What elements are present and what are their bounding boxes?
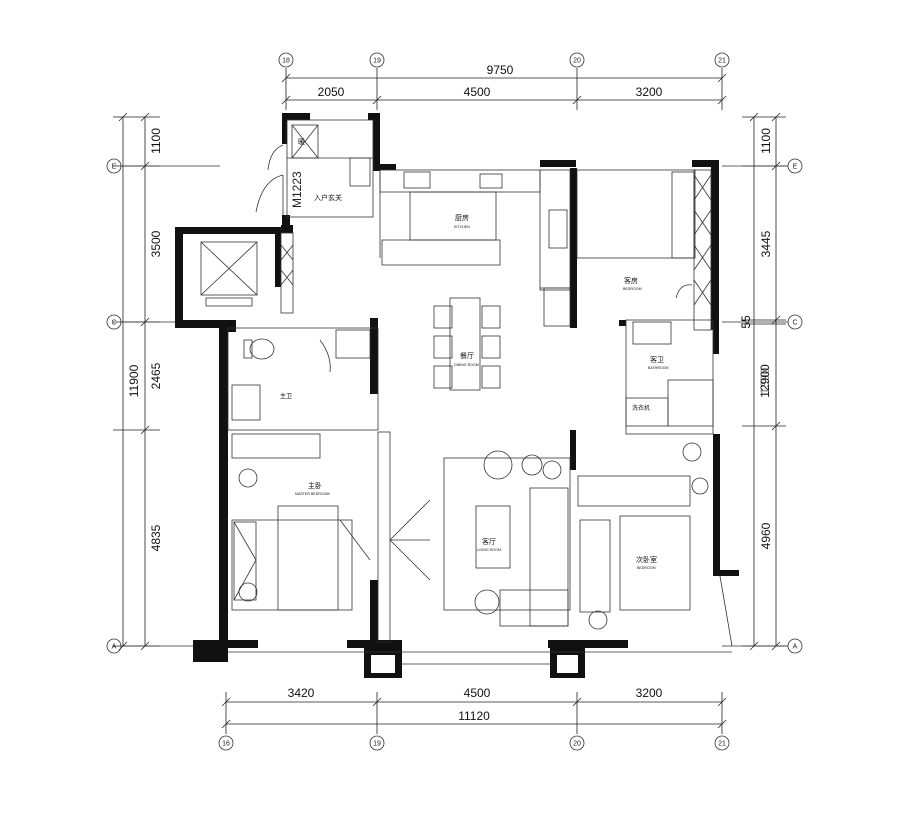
bottom-dim-2: 4500: [464, 686, 491, 700]
walls: [175, 113, 739, 678]
second-bedroom-label: 次卧室: [636, 555, 657, 564]
right-dim-2: 3445: [759, 230, 773, 257]
dining-label-en: DINING ROOM: [454, 363, 479, 367]
guest-bedroom-label: 客房: [624, 276, 638, 285]
top-dim-1: 2050: [318, 85, 345, 99]
top-dim-2: 4500: [464, 85, 491, 99]
grid-bubble-top-4: 21: [718, 58, 726, 65]
living-label: 客厅: [482, 537, 496, 546]
grid-bubble-bottom-3: 20: [573, 741, 581, 748]
left-total-dim: 11900: [127, 364, 141, 397]
left-dimension-chain: 11900 1100 3500 2465 4835: [113, 112, 163, 651]
kitchen-label-en: KITCHEN: [454, 225, 470, 229]
bottom-dimension-chain: 3420 4500 3200 11120: [221, 686, 727, 734]
grid-bubble-right-1: E: [793, 164, 798, 171]
guest-bath-label-en: BATHROOM: [648, 366, 669, 370]
dining-label: 餐厅: [460, 351, 474, 360]
bottom-total-dim: 11120: [458, 709, 490, 723]
entry-label: 入户玄关: [314, 193, 342, 202]
master-bedroom-label: 主卧: [308, 481, 322, 490]
left-dim-3: 2465: [149, 362, 163, 389]
guest-bath-label: 客卫: [650, 355, 664, 364]
bottom-dim-1: 3420: [288, 686, 315, 700]
bottom-grid-bubbles: 16 19 20 21: [218, 735, 730, 751]
laundry-label: 洗衣机: [632, 404, 650, 412]
master-bath-label: 主卫: [280, 392, 292, 400]
room-labels: M1223 入户玄关 暖 厨房 KITCHEN 客房 BEDROOM 客卫 BA…: [280, 138, 669, 570]
living-label-en: LIVING ROOM: [477, 548, 501, 552]
entry-door-code: M1223: [290, 171, 304, 208]
grid-bubble-right-3: A: [793, 644, 798, 651]
second-bedroom-label-en: BEDROOM: [637, 566, 656, 570]
grid-bubble-left-1: E: [112, 164, 117, 171]
grid-bubble-bottom-1: 16: [222, 741, 230, 748]
grid-bubble-right-2: C: [792, 320, 797, 327]
grid-bubble-top-2: 19: [373, 58, 381, 65]
warm-label: 暖: [298, 138, 305, 146]
right-overlap-dim: 1390: [758, 367, 772, 394]
right-dim-4: 4960: [759, 522, 773, 549]
grid-bubble-left-3: A: [112, 644, 117, 651]
right-dim-1: 1100: [759, 128, 773, 154]
top-dimension-chain: 9750 2050 4500 3200: [281, 63, 727, 110]
bottom-dim-3: 3200: [636, 686, 663, 700]
left-dim-1: 1100: [149, 128, 163, 154]
left-dim-4: 4835: [149, 524, 163, 551]
interior-lines: [200, 119, 733, 665]
right-dimension-chain: 12900 1390 1100 3445 55 4960: [739, 112, 786, 651]
right-grid-bubbles: E C A: [722, 158, 803, 654]
master-bedroom-label-en: MASTER BEDROOM: [295, 492, 330, 496]
top-total-dim: 9750: [487, 63, 514, 77]
grid-bubble-top-3: 20: [573, 58, 581, 65]
left-dim-2: 3500: [149, 230, 163, 257]
grid-bubble-bottom-4: 21: [718, 741, 726, 748]
kitchen-label: 厨房: [455, 213, 469, 222]
grid-bubble-left-2: C: [111, 320, 116, 327]
grid-bubble-top-1: 18: [282, 58, 290, 65]
right-total-dim: 12900: [758, 364, 772, 398]
top-grid-bubbles: 18 19 20 21: [278, 52, 730, 68]
top-dim-3: 3200: [636, 85, 663, 99]
guest-bedroom-label-en: BEDROOM: [623, 287, 642, 291]
grid-bubble-bottom-2: 19: [373, 741, 381, 748]
